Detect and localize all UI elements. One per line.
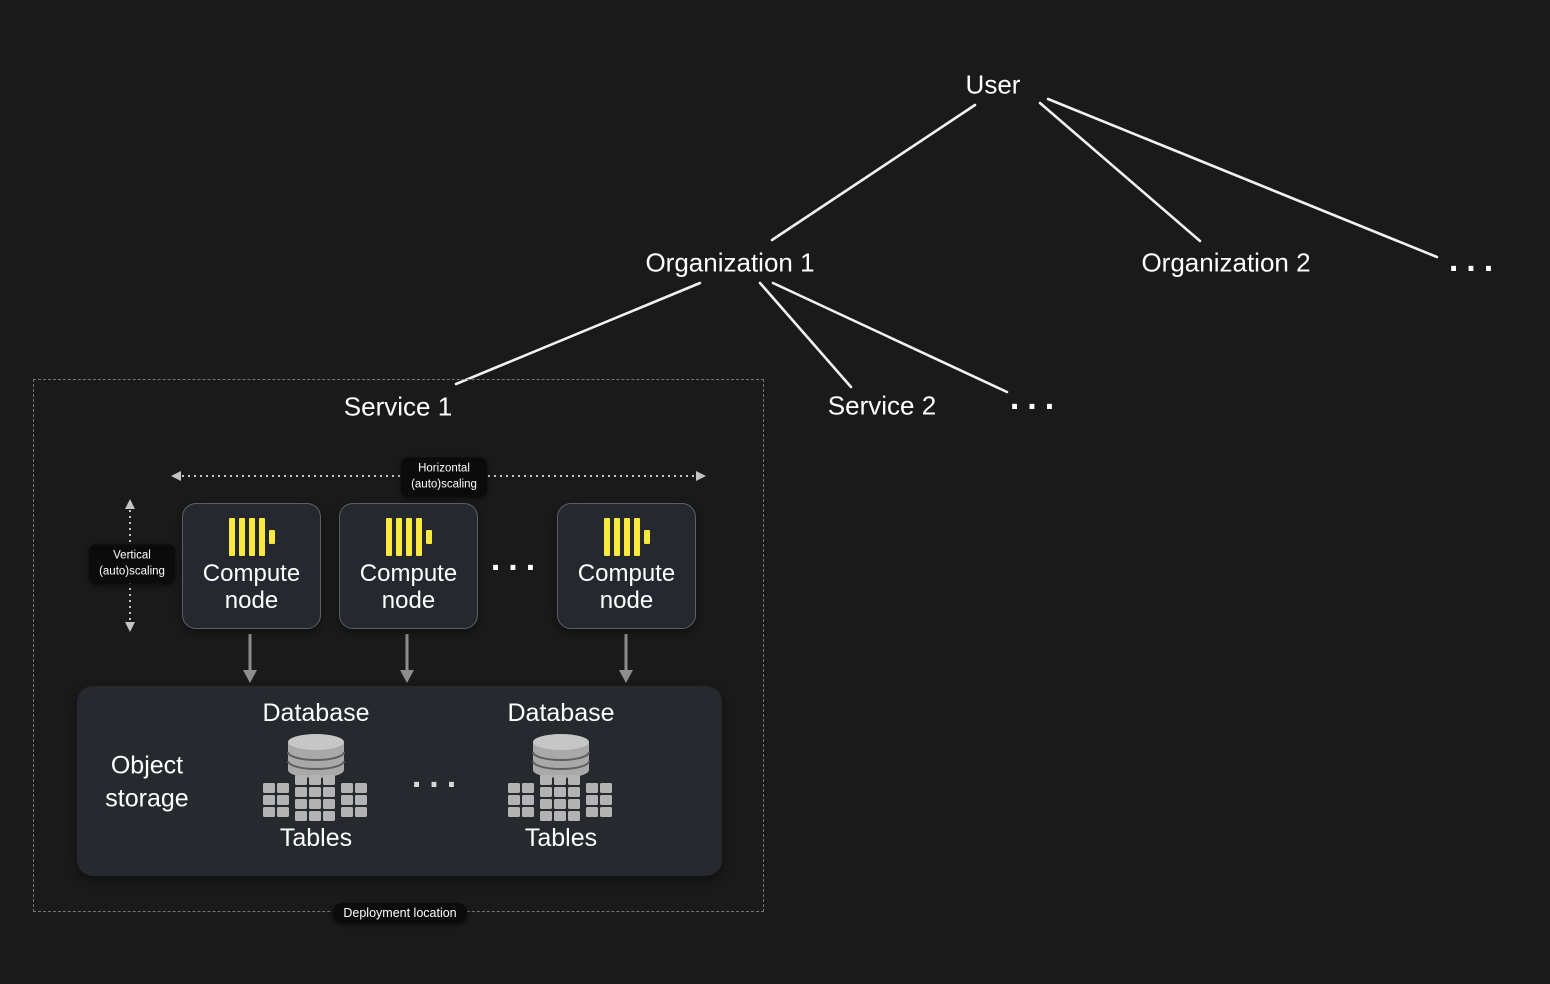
- database-group: Database: [491, 699, 631, 853]
- clickhouse-bars-icon: [385, 517, 432, 557]
- tables-grid-icon: [263, 775, 367, 821]
- compute-node-label: Compute node: [202, 560, 301, 614]
- compute-node-label: Compute node: [359, 560, 458, 614]
- clickhouse-bars-icon: [228, 517, 275, 557]
- database-cylinder-icon: [287, 734, 345, 778]
- service-1-title: Service 1: [343, 391, 453, 422]
- node-user: User: [965, 69, 1021, 100]
- horizontal-autoscaling-arrow: [171, 471, 706, 481]
- node-organization-2: Organization 2: [1141, 247, 1311, 278]
- database-group: Database: [246, 699, 386, 853]
- tables-grid-icon: [508, 775, 612, 821]
- ellipsis-more-organizations: ...: [1448, 241, 1502, 279]
- vertical-autoscaling-badge: Vertical (auto)scaling: [89, 544, 175, 584]
- compute-node-card: Compute node: [182, 503, 321, 629]
- ellipsis-more-compute-nodes: ...: [490, 540, 544, 578]
- object-storage-label: Object storage: [105, 751, 189, 813]
- horizontal-autoscaling-badge: Horizontal (auto)scaling: [401, 457, 487, 497]
- tables-label: Tables: [279, 824, 353, 852]
- tables-label: Tables: [524, 824, 598, 852]
- database-cylinder-icon: [532, 734, 590, 778]
- database-label: Database: [262, 699, 370, 727]
- compute-to-storage-arrows: [243, 634, 633, 683]
- service-1-boundary: Service 1 Horizontal (auto)scaling Verti…: [33, 379, 764, 923]
- deployment-location-badge: Deployment location: [332, 903, 468, 923]
- ellipsis-more-databases: ...: [411, 757, 465, 795]
- database-label: Database: [507, 699, 615, 727]
- compute-node-label: Compute node: [577, 560, 676, 614]
- node-service-2: Service 2: [827, 390, 937, 421]
- compute-node-card: Compute node: [557, 503, 696, 629]
- object-storage-panel: Object storage Database: [77, 686, 722, 876]
- ellipsis-more-services: ...: [1009, 379, 1063, 417]
- clickhouse-bars-icon: [603, 517, 650, 557]
- compute-node-card: Compute node: [339, 503, 478, 629]
- tree-edges: [454, 97, 1439, 394]
- node-organization-1: Organization 1: [645, 247, 815, 278]
